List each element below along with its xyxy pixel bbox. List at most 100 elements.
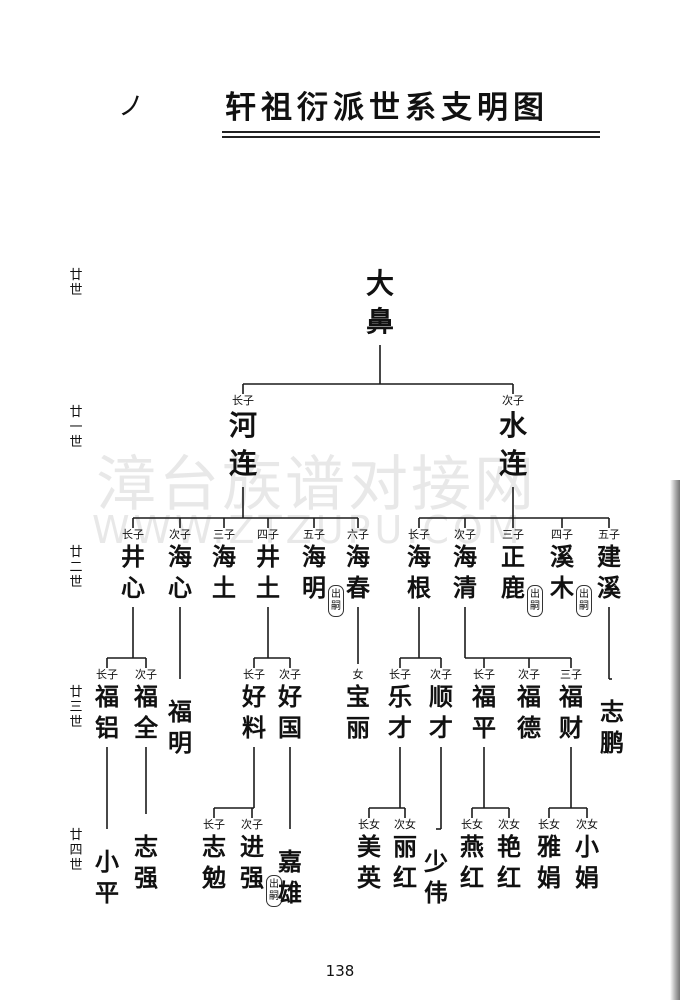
person-name: 福平 (472, 682, 496, 742)
person-shuncai: 次子顺才 (419, 668, 463, 743)
person-name: 大鼻 (365, 267, 394, 338)
person-name: 水连 (498, 409, 527, 480)
title-rule-bottom (222, 136, 600, 138)
person-name: 小娟 (575, 832, 599, 892)
person-haoguo: 次子好国 (268, 668, 312, 743)
birth-rank-label: 次女 (576, 818, 598, 831)
birth-rank-label: 长子 (122, 528, 144, 541)
birth-rank-label: 次子 (135, 668, 157, 681)
birth-rank-label: 次子 (430, 668, 452, 681)
person-fuquan: 次子福全 (124, 668, 168, 743)
person-name: 志鹏 (600, 697, 624, 757)
generation-label-g23: 廿三世 (69, 685, 83, 730)
person-lihong: 次女丽红 (383, 818, 427, 893)
person-name: 建溪 (597, 542, 621, 602)
margin-mark: ノ (118, 92, 145, 122)
birth-rank-label: 长女 (538, 818, 560, 831)
person-name: 好料 (242, 682, 266, 742)
person-jinqiang: 次子进强出嗣 (230, 818, 282, 907)
birth-rank-label (358, 252, 402, 265)
person-dabi: 大鼻 (358, 252, 402, 341)
person-name: 福德 (517, 682, 541, 742)
person-name: 井土 (256, 542, 280, 602)
birth-rank-label: 次子 (518, 668, 540, 681)
person-shuilian: 次子水连 (491, 394, 535, 483)
person-name: 福明 (168, 697, 192, 757)
person-name: 福财 (559, 682, 583, 742)
birth-rank-label: 长女 (461, 818, 483, 831)
adoption-note: 出嗣 (527, 585, 543, 617)
birth-rank-label: 次女 (394, 818, 416, 831)
birth-rank-label: 长子 (203, 818, 225, 831)
birth-rank-label: 次子 (279, 668, 301, 681)
generation-label-g21: 廿一世 (69, 405, 83, 450)
person-name: 宝丽 (346, 682, 370, 742)
person-name: 海清 (453, 542, 477, 602)
birth-rank-label (124, 818, 168, 831)
person-name: 海根 (407, 542, 431, 602)
person-lecai: 长子乐才 (378, 668, 422, 743)
person-haiming: 五子海明出嗣 (292, 528, 344, 617)
person-zhimian: 长子志勉 (192, 818, 236, 893)
person-name: 嘉雄 (278, 847, 302, 907)
person-name: 艳红 (497, 832, 521, 892)
person-name: 海明 (302, 542, 326, 602)
birth-rank-label: 六子 (347, 528, 369, 541)
person-name: 井心 (121, 542, 145, 602)
person-yanhong1: 长女燕红 (450, 818, 494, 893)
birth-rank-label: 女 (352, 668, 364, 681)
person-fuping: 长子福平 (462, 668, 506, 743)
birth-rank-label (590, 683, 634, 696)
person-zhiqiang: 志强 (124, 818, 168, 893)
birth-rank-label: 次子 (169, 528, 191, 541)
birth-rank-label: 三子 (560, 668, 582, 681)
person-haixin: 次子海心 (158, 528, 202, 603)
birth-rank-label: 长子 (408, 528, 430, 541)
person-fude: 次子福德 (507, 668, 551, 743)
person-xiaoping: 小平 (85, 833, 129, 908)
person-yajuan: 长女雅娟 (527, 818, 571, 893)
person-jianxi: 五子建溪 (587, 528, 631, 603)
person-name: 志强 (134, 832, 158, 892)
person-zhenglu: 三子正鹿出嗣 (491, 528, 543, 617)
person-fuming: 福明 (158, 683, 202, 758)
person-haichun: 六子海春 (336, 528, 380, 603)
birth-rank-label: 五子 (303, 528, 325, 541)
birth-rank-label: 四子 (551, 528, 573, 541)
generation-label-g24: 廿四世 (69, 828, 83, 873)
adoption-note: 出嗣 (576, 585, 592, 617)
adoption-note: 出嗣 (328, 585, 344, 617)
person-haitu: 三子海土 (202, 528, 246, 603)
birth-rank-label (85, 833, 129, 846)
person-name: 燕红 (460, 832, 484, 892)
adoption-note: 出嗣 (266, 875, 282, 907)
person-name: 志勉 (202, 832, 226, 892)
person-name: 海心 (168, 542, 192, 602)
person-name: 少伟 (424, 847, 448, 907)
person-name: 福铝 (95, 682, 119, 742)
person-haiqing: 次子海清 (443, 528, 487, 603)
person-ximu: 四子溪木出嗣 (540, 528, 592, 617)
birth-rank-label: 五子 (598, 528, 620, 541)
person-name: 好国 (278, 682, 302, 742)
person-zhipeng: 志鹏 (590, 683, 634, 758)
birth-rank-label: 次女 (498, 818, 520, 831)
person-xiaojuan: 次女小娟 (565, 818, 609, 893)
person-fucai: 三子福财 (549, 668, 593, 743)
person-name: 海春 (346, 542, 370, 602)
person-meiying: 长女美英 (347, 818, 391, 893)
birth-rank-label: 长子 (389, 668, 411, 681)
birth-rank-label: 次子 (502, 394, 524, 407)
birth-rank-label: 长子 (96, 668, 118, 681)
person-shaowei: 少伟 (414, 833, 458, 908)
person-yanhong2: 次女艳红 (487, 818, 531, 893)
birth-rank-label (268, 833, 312, 846)
title-rule-top (222, 131, 600, 133)
person-name: 乐才 (388, 682, 412, 742)
birth-rank-label: 长子 (232, 394, 254, 407)
person-name: 海土 (212, 542, 236, 602)
page-edge-shadow (670, 480, 680, 1000)
person-haigen: 长子海根 (397, 528, 441, 603)
person-jingxin: 长子井心 (111, 528, 155, 603)
birth-rank-label (158, 683, 202, 696)
